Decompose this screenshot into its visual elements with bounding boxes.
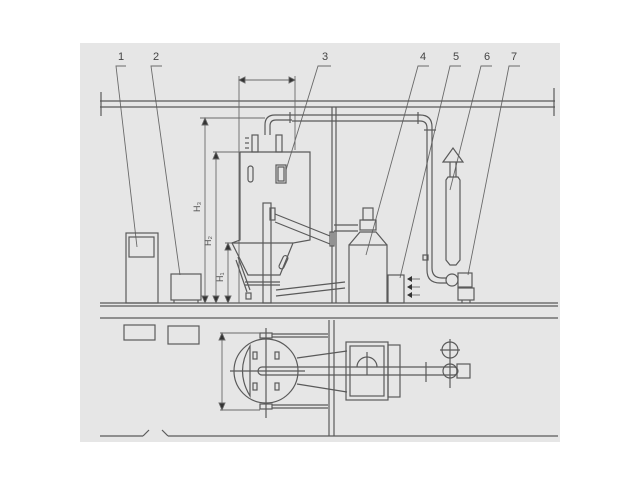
control-cabinet xyxy=(125,232,159,304)
drying-tower xyxy=(231,112,346,304)
plan-duct xyxy=(257,366,459,376)
dimension-h3: H₃ xyxy=(192,202,202,212)
callout-1: 1 xyxy=(118,51,124,63)
callout-4: 4 xyxy=(420,51,426,63)
plan-cyclone xyxy=(345,341,401,401)
air-inflow-arrows xyxy=(407,276,420,298)
width-dimension xyxy=(237,76,297,303)
plan-fan xyxy=(425,339,471,388)
plan-width-dimension xyxy=(218,331,260,412)
transfer-pipe xyxy=(274,213,358,247)
feed-tank xyxy=(170,273,202,303)
exhaust-stack xyxy=(441,146,465,266)
callout-2: 2 xyxy=(153,51,159,63)
callout-5: 5 xyxy=(453,51,459,63)
main-duct xyxy=(292,107,436,303)
callout-labels: 1 2 3 4 5 6 7 xyxy=(118,51,517,63)
ceiling-beam xyxy=(100,88,555,116)
callout-3: 3 xyxy=(322,51,328,63)
floor-line xyxy=(100,302,558,307)
plan-tower xyxy=(230,328,348,418)
dimension-h2: H₂ xyxy=(203,236,213,246)
leader-lines xyxy=(115,65,520,279)
air-inlet-box xyxy=(387,274,405,304)
dimension-h1: H₁ xyxy=(215,272,225,282)
callout-6: 6 xyxy=(484,51,490,63)
callout-7: 7 xyxy=(511,51,517,63)
cyclone-collector xyxy=(348,207,388,304)
plan-view-walls xyxy=(100,317,558,437)
exhaust-fan xyxy=(422,254,475,303)
